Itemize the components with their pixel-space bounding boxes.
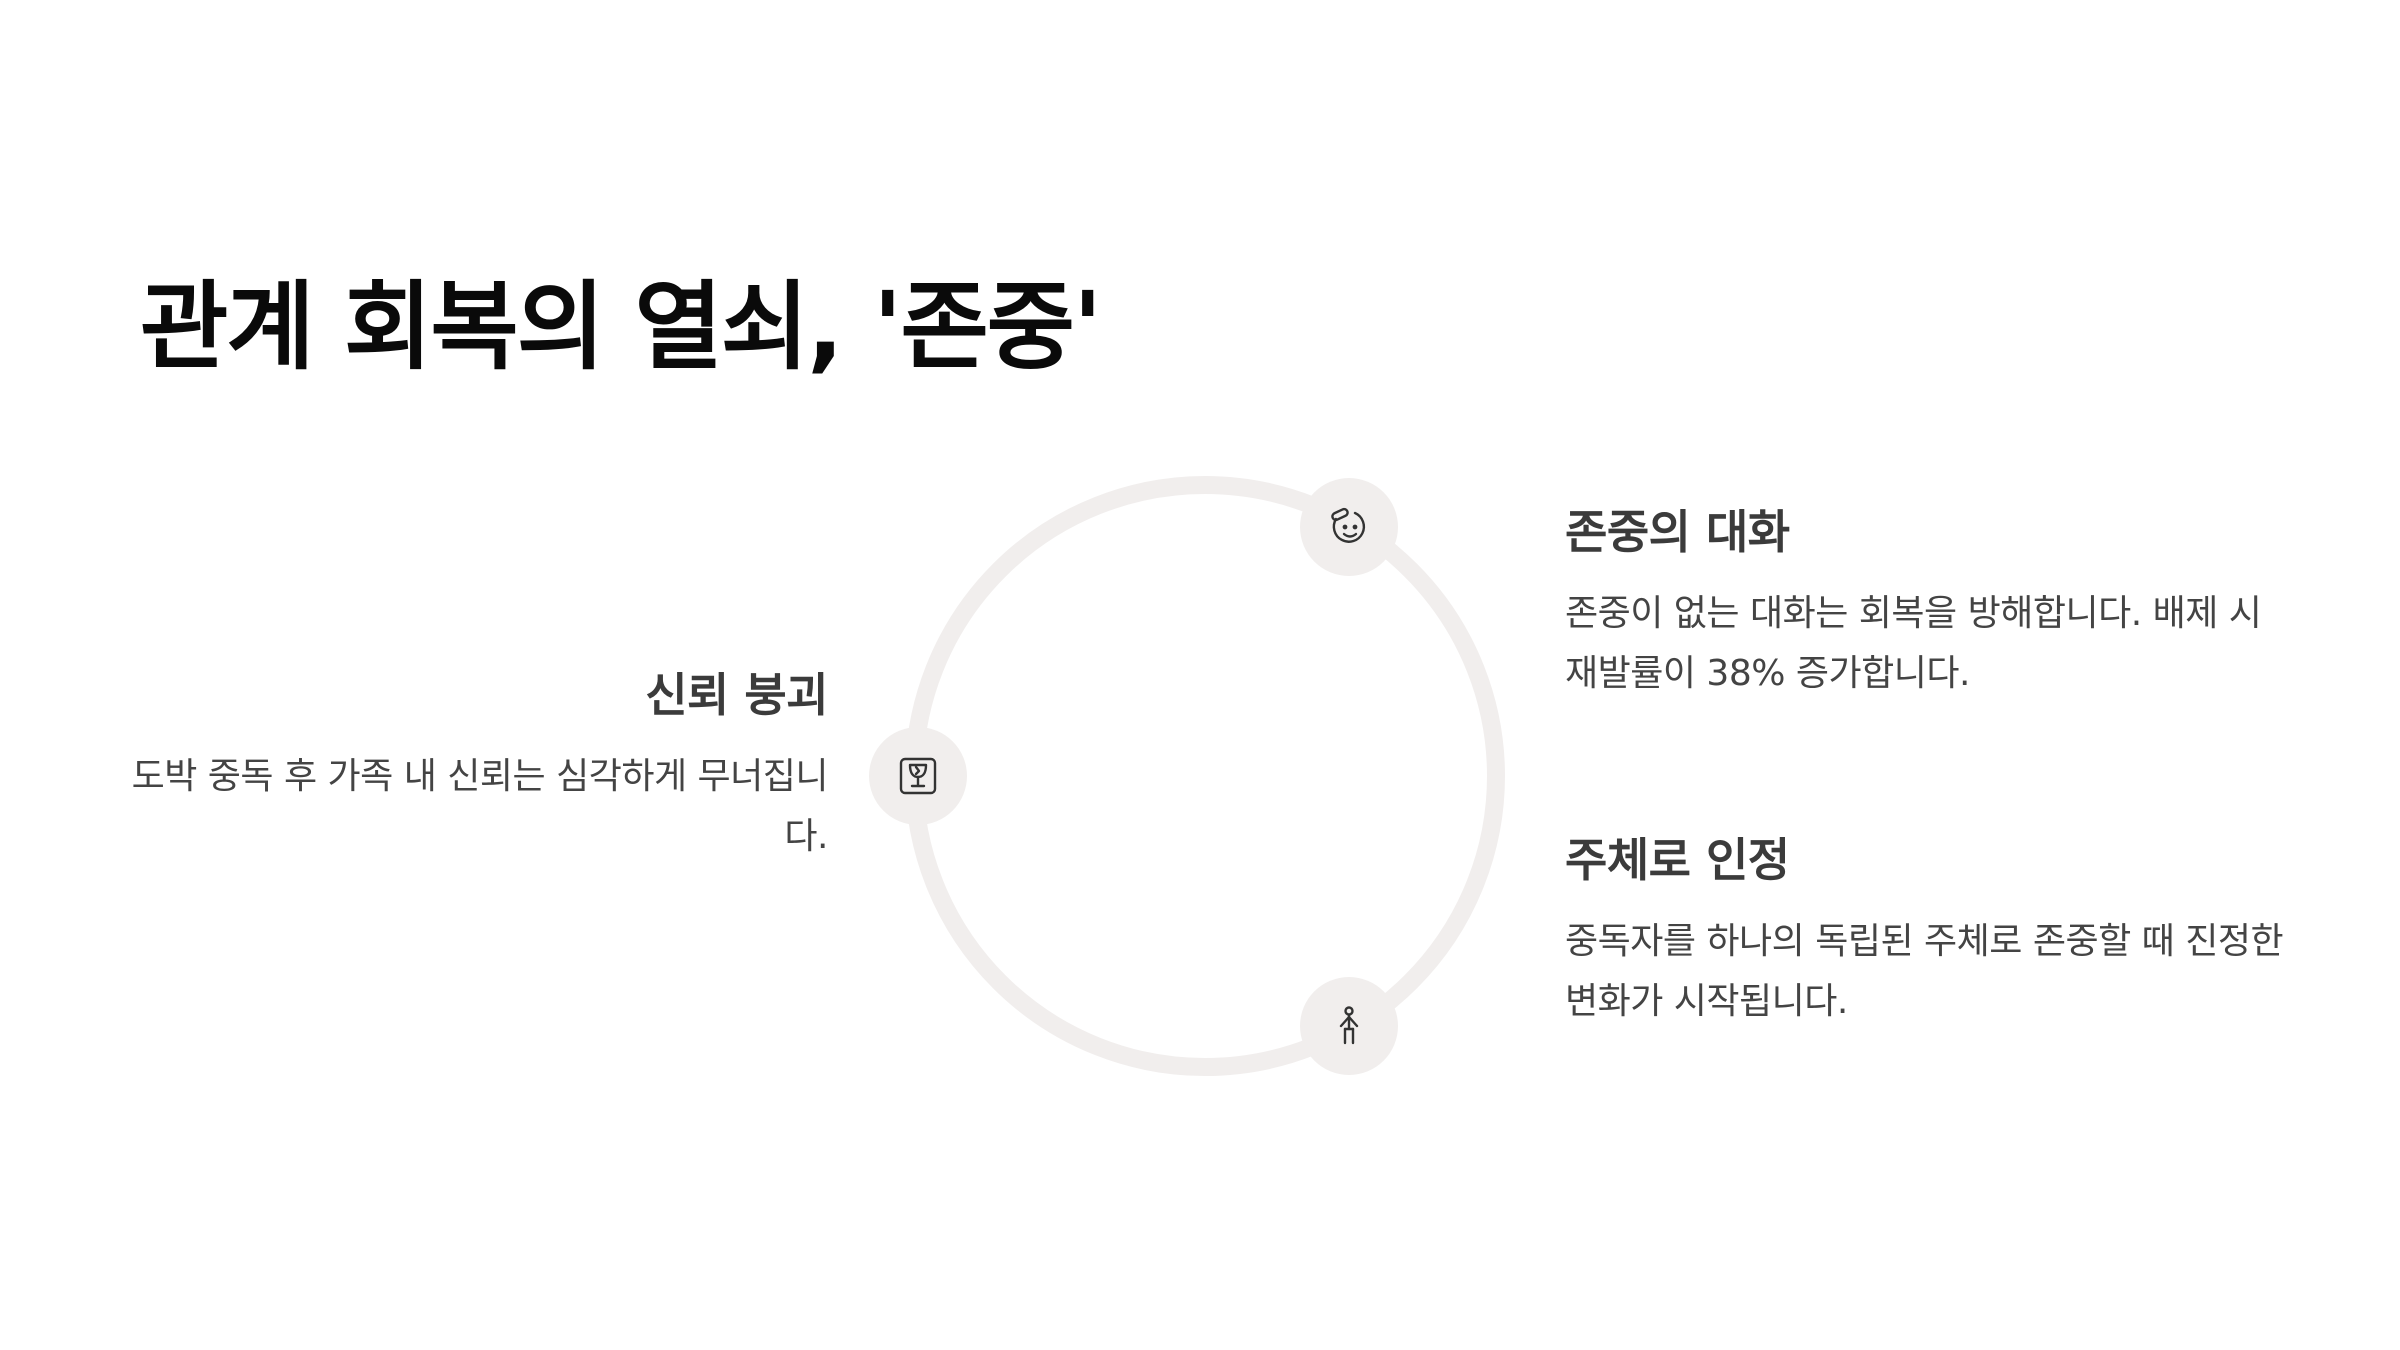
recognize-agency-node [1300, 977, 1398, 1075]
trust-collapse-heading: 신뢰 붕괴 [645, 668, 828, 722]
page-title: 관계 회복의 열쇠, '존중' [140, 271, 1102, 383]
trust-collapse-block: 신뢰 붕괴 도박 중독 후 가족 내 신뢰는 심각하게 무너집니다. [108, 668, 829, 867]
respectful-dialogue-block: 존중의 대화 존중이 없는 대화는 회복을 방해합니다. 배제 시 재발률이 3… [1565, 505, 2285, 704]
recognize-agency-heading: 주체로 인정 [1565, 833, 1790, 887]
respectful-dialogue-text: 존중이 없는 대화는 회복을 방해합니다. 배제 시 재발률이 38% 증가합니… [1565, 593, 2262, 695]
face-bandage-icon [1331, 507, 1366, 543]
trust-collapse-text: 도박 중독 후 가족 내 신뢰는 심각하게 무너집니다. [131, 756, 829, 858]
recognize-agency-block: 주체로 인정 중독자를 하나의 독립된 주체로 존중할 때 진정한 변화가 시작… [1565, 833, 2285, 1032]
trust-collapse-node [869, 727, 967, 825]
respectful-dialogue-node [1300, 478, 1398, 576]
recognize-agency-text: 중독자를 하나의 독립된 주체로 존중할 때 진정한 변화가 시작됩니다. [1565, 921, 2284, 1023]
person-icon [1339, 1006, 1359, 1045]
respectful-dialogue-heading: 존중의 대화 [1565, 505, 1790, 559]
broken-glass-icon [899, 757, 937, 795]
